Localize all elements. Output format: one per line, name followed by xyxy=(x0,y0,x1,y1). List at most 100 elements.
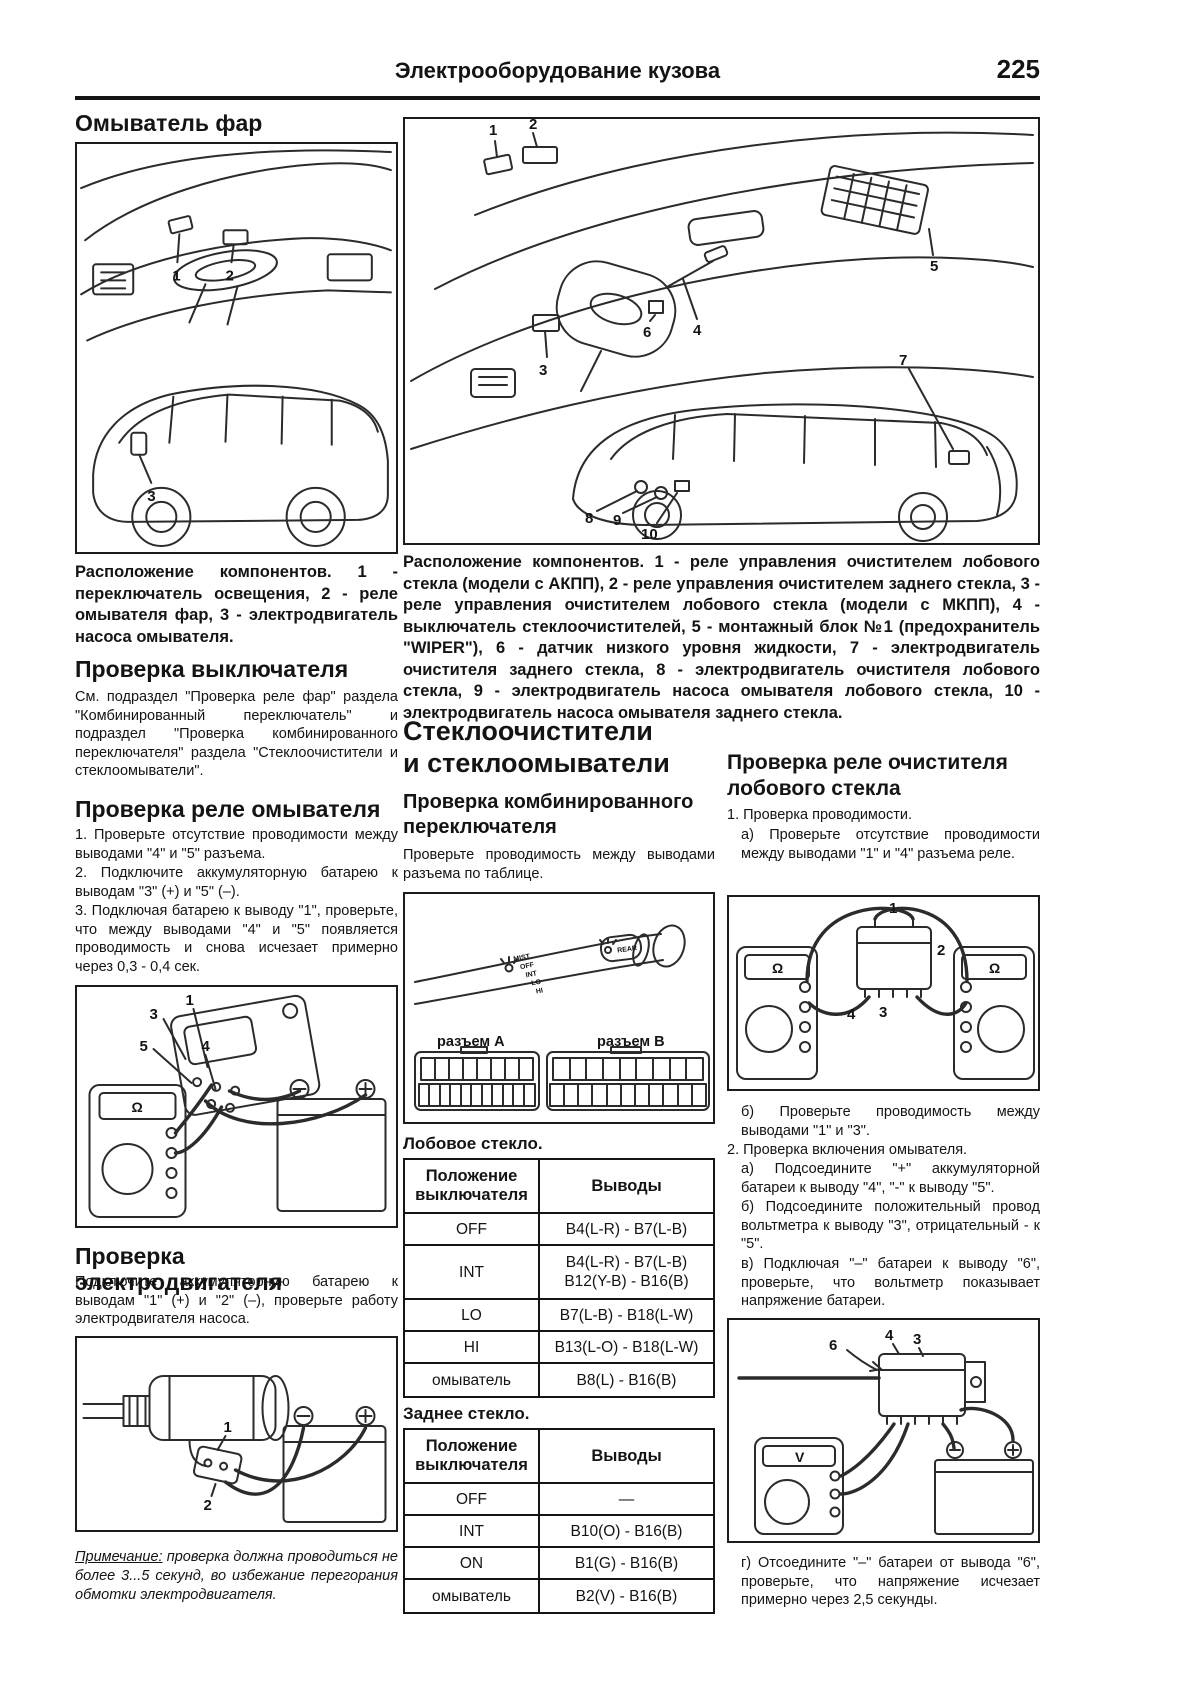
cell-pins-line2: B12(Y-B) - B16(B) xyxy=(564,1273,689,1290)
wiper-relay-step-1: 1. Проверка проводимости. xyxy=(727,807,912,823)
dashboard-sketch xyxy=(80,149,392,342)
relay-pin-3-label: 3 xyxy=(879,1004,887,1021)
figure-washer-relay-test: 3 1 5 4 Ω xyxy=(75,985,398,1228)
table-row: INT B4(L-R) - B7(L-B) B12(Y-B) - B16(B) xyxy=(405,1244,713,1298)
relay-pin-3-label: 3 xyxy=(150,1006,158,1023)
stalk-pos-lo: LO xyxy=(531,979,542,988)
callout-8: 8 xyxy=(585,510,593,527)
cell-position: INT xyxy=(405,1246,540,1298)
motor-pin-2-label: 2 xyxy=(204,1497,212,1514)
cell-position: омыватель xyxy=(405,1580,540,1612)
callout-3: 3 xyxy=(147,488,155,505)
washer-pump-part xyxy=(130,431,148,456)
relay-pin-1-label: 1 xyxy=(889,900,897,917)
cell-position: ON xyxy=(405,1548,540,1578)
combo-switch-title-line1: Проверка комбинированного xyxy=(403,791,694,813)
front-glass-table-label: Лобовое стекло. xyxy=(403,1134,543,1153)
relay-pin-3-label: 3 xyxy=(913,1331,921,1348)
wiper-stalk-sketch xyxy=(414,924,686,1005)
section-title-motor-check: Проверка электродвигателя xyxy=(75,1243,283,1295)
cell-pins: B7(L-B) - B18(L-W) xyxy=(559,1306,694,1324)
motor-connector xyxy=(193,1445,243,1485)
note-text: проверка должна проводиться не более 3..… xyxy=(75,1549,398,1603)
relay-1-part xyxy=(483,153,514,176)
col-header-position: Положение выключателя xyxy=(405,1430,540,1482)
note-label: Примечание: xyxy=(75,1549,163,1565)
combo-switch-intro: Проверьте проводимость между выводами ра… xyxy=(403,847,715,882)
dashboard-perspective xyxy=(410,131,1034,450)
van-perspective xyxy=(572,368,1018,542)
callout-7: 7 xyxy=(899,352,907,369)
callout-1: 1 xyxy=(172,267,180,284)
switch-check-text: См. подраздел "Проверка реле фар" раздел… xyxy=(75,689,398,779)
fuse-block xyxy=(820,165,929,235)
cell-position: омыватель xyxy=(405,1364,540,1396)
callout-3: 3 xyxy=(539,362,547,379)
stalk-pos-int: INT xyxy=(525,970,538,979)
cell-position: LO xyxy=(405,1300,540,1330)
combo-switch-drawing: MIST OFF INT LO HI REAR разъем А разъем … xyxy=(414,924,710,1111)
table-row: LO B7(L-B) - B18(L-W) xyxy=(405,1298,713,1330)
callout-1: 1 xyxy=(489,122,497,139)
stalk-pos-mist: MIST xyxy=(513,953,531,963)
cell-pins-line1: B4(L-R) - B7(L-B) xyxy=(565,1254,688,1271)
relay-check-step-1: 1. Проверьте отсутствие проводимости меж… xyxy=(75,827,398,862)
figure-pump-motor-test: 1 2 xyxy=(75,1336,398,1532)
battery xyxy=(276,1079,387,1212)
relay-check-step-2: 2. Подключите аккумуляторную батарею к в… xyxy=(75,865,398,900)
stalk-rear-label: REAR xyxy=(617,945,638,954)
table-header-row: Положение выключателя Выводы xyxy=(405,1430,713,1482)
light-switch-part xyxy=(167,215,194,235)
relay-pin-4-label: 4 xyxy=(847,1006,856,1023)
callout-5: 5 xyxy=(930,258,938,275)
table-header-row: Положение выключателя Выводы xyxy=(405,1160,713,1212)
rear-glass-table: Положение выключателя Выводы OFF — INT B… xyxy=(403,1428,715,1614)
callout-2: 2 xyxy=(529,119,537,133)
header-rule xyxy=(75,96,1040,100)
level-sensor-part xyxy=(648,300,664,314)
table-row: OFF B4(L-R) - B7(L-B) xyxy=(405,1212,713,1244)
motor-check-text: Подключите аккумуляторную батарею к выво… xyxy=(75,1274,398,1327)
wiper-relay-step-2: 2. Проверка включения омывателя. xyxy=(727,1142,968,1158)
wiper-relay xyxy=(878,1343,986,1425)
arrow-to-pin-6 xyxy=(846,1349,882,1372)
test-wires xyxy=(223,1426,368,1496)
relay-pin-6-label: 6 xyxy=(829,1337,837,1354)
relay-check-step-3: 3. Подключая батарею к выводу "1", прове… xyxy=(75,903,398,975)
section-title-switch-check: Проверка выключателя xyxy=(75,656,349,682)
col-header-pins: Выводы xyxy=(591,1176,662,1195)
voltmeter-symbol: V xyxy=(795,1449,805,1465)
washer-relay-test-drawing: 3 1 5 4 Ω xyxy=(88,992,387,1218)
figure-wiper-components: 1 2 3 4 5 6 xyxy=(403,117,1040,545)
cell-pins: B8(L) - B16(B) xyxy=(576,1371,677,1389)
cell-position: OFF xyxy=(405,1484,540,1514)
figure-caption-headlight-washer: Расположение компонентов. 1 - переключат… xyxy=(75,563,398,646)
rear-wiper-motor-part xyxy=(948,450,970,465)
steering-wheel xyxy=(555,260,677,358)
wiper-relay-step-1b: б) Проверьте проводимость между выводами… xyxy=(741,1104,1040,1139)
cell-position: OFF xyxy=(405,1214,540,1244)
callout-2: 2 xyxy=(225,267,233,284)
callout-10: 10 xyxy=(641,526,658,542)
stalk-pos-off: OFF xyxy=(520,962,536,972)
wiper-stalk xyxy=(703,245,729,263)
section-title-headlight-washer: Омыватель фар xyxy=(75,110,263,136)
motor-pin-1-label: 1 xyxy=(224,1419,232,1436)
callout-6: 6 xyxy=(643,324,651,341)
connector-a-label: разъем А xyxy=(437,1034,505,1050)
washer-relay-part xyxy=(222,229,249,246)
table-row: INT B10(O) - B16(B) xyxy=(405,1514,713,1546)
washer-activation-drawing: 6 4 3 V xyxy=(737,1327,1034,1535)
cell-pins: B4(L-R) - B7(L-B) B12(Y-B) - B16(B) xyxy=(540,1246,713,1298)
wiper-relay-step-2a: а) Подсоедините "+" аккумуляторной батар… xyxy=(741,1161,1040,1196)
figure-headlight-washer-components: 1 2 3 xyxy=(75,142,398,554)
relay-pin-4-label: 4 xyxy=(885,1327,894,1344)
battery xyxy=(934,1441,1034,1535)
wiper-relay xyxy=(856,918,932,998)
callout-9: 9 xyxy=(613,512,621,529)
wiper-relay-step-2g: г) Отсоедините "–" батареи от вывода "6"… xyxy=(741,1555,1040,1608)
ohmmeter-symbol: Ω xyxy=(132,1099,143,1115)
table-row: омыватель B2(V) - B16(B) xyxy=(405,1578,713,1612)
pump-motor-test-drawing: 1 2 xyxy=(82,1375,387,1523)
